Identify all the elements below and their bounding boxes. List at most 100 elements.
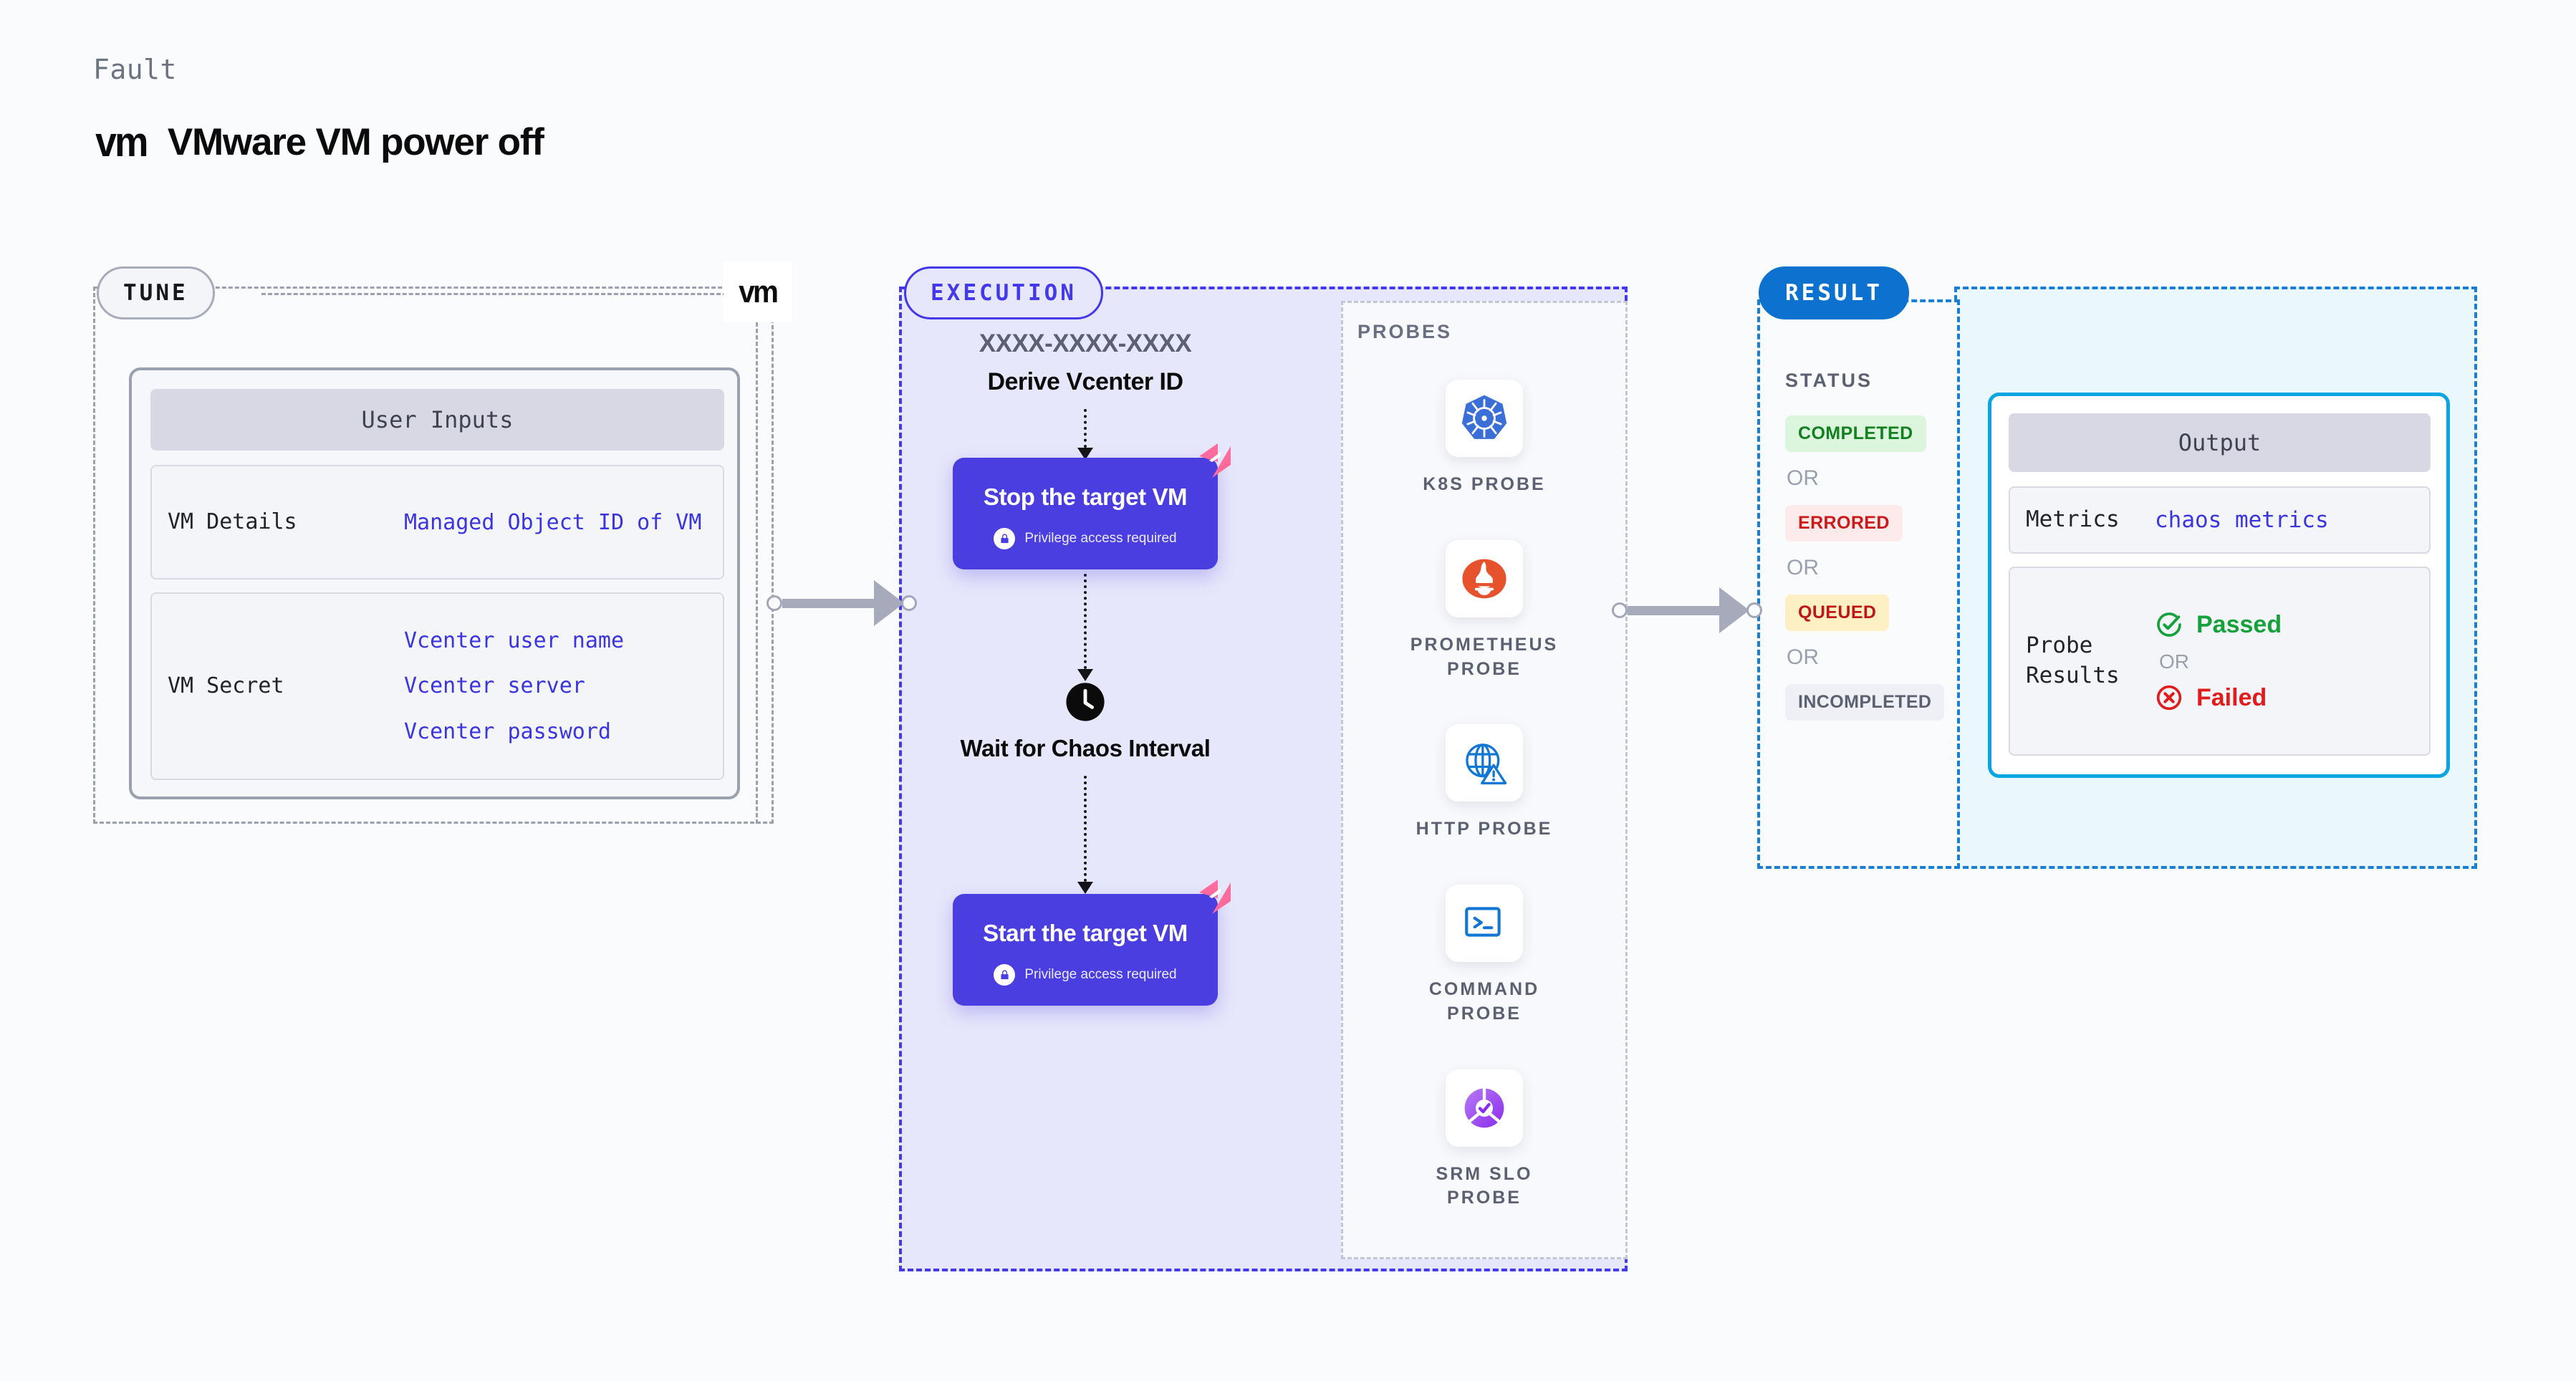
probe-label: PROMETHEUS PROBE [1410,634,1559,679]
arrow-start-dot [1612,602,1628,618]
harness-logo-icon [1199,880,1231,915]
harness-logo-icon [1199,443,1231,478]
step-start-target-vm[interactable]: Start the target VM Privilege access req… [953,880,1231,1006]
tune-value: Managed Object ID of VM [404,509,702,535]
probe-label: COMMAND PROBE [1428,979,1540,1024]
execution-flow: XXXX-XXXX-XXXX Derive Vcenter ID Stop th… [899,329,1272,1006]
status-badge-queued: QUEUED [1785,595,1890,631]
probe-tile [1445,885,1523,962]
derive-vcenter-id-value: XXXX-XXXX-XXXX [979,329,1192,357]
prometheus-icon [1462,559,1506,599]
arrow-head-icon [1719,587,1749,633]
or-separator: OR [1787,645,1819,669]
probe-item-command[interactable]: COMMAND PROBE [1429,885,1539,1026]
connector-2 [1077,574,1093,681]
metrics-key: Metrics [2026,506,2120,533]
privilege-note: Privilege access required [953,528,1218,549]
output-card: Output Metrics chaos metrics Probe Resul… [1988,393,2450,778]
probe-results-values: Passed OR Failed [2155,610,2282,712]
step-title: Stop the target VM [983,483,1188,510]
tune-row-vm-secret: VM Secret Vcenter user name Vcenter serv… [150,592,724,780]
http-globe-icon [1466,744,1507,785]
arrow-shaft [1628,605,1721,615]
probe-item-srm-slo[interactable]: SRM SLO PROBE [1436,1069,1533,1211]
execution-pill[interactable]: EXECUTION [904,266,1103,319]
privilege-note: Privilege access required [953,964,1218,986]
x-circle-icon [2156,685,2182,711]
connector-3 [1077,776,1093,895]
derive-vcenter-id-label: Derive Vcenter ID [987,368,1183,395]
tune-row-key: VM Secret [168,673,284,698]
status-title: STATUS [1785,370,1873,391]
status-list: COMPLETED OR ERRORED OR QUEUED OR INCOMP… [1785,415,1945,721]
probe-tile [1446,1069,1523,1147]
status-badge-errored: ERRORED [1785,505,1903,542]
probe-label: HTTP PROBE [1416,819,1553,839]
probes-title: PROBES [1357,321,1453,342]
probe-tile [1446,539,1523,617]
or-separator: OR [1787,556,1819,579]
probe-tile [1445,380,1523,457]
user-inputs-card: User Inputs VM Details Managed Object ID… [129,367,740,799]
probe-label: SRM SLO PROBE [1436,1163,1533,1208]
tune-vertical-connector [756,322,758,824]
probe-item-http[interactable]: HTTP PROBE [1416,724,1553,842]
output-row-probe-results: Probe Results Passed OR Failed [2009,567,2431,756]
srm-slo-icon [1464,1086,1504,1127]
connector-1 [1077,409,1093,460]
arrow-end-dot [901,595,917,611]
check-circle-icon [2157,612,2181,637]
probe-results-key: Probe Results [2026,632,2120,688]
or-separator: OR [1787,466,1819,490]
tune-row-values: Managed Object ID of VM [404,509,701,536]
tune-value: Vcenter password [404,718,611,744]
or-separator: OR [2159,650,2189,673]
step-stop-target-vm[interactable]: Stop the target VM Privilege access requ… [953,443,1231,569]
vmware-badge-logo-icon: vm [739,274,779,309]
arrow-start-dot [766,595,782,611]
vmware-badge: vm [724,261,792,322]
probe-item-prometheus[interactable]: PROMETHEUS PROBE [1410,539,1559,682]
tune-pill[interactable]: TUNE [97,266,215,319]
arrow-tune-to-execution [766,580,917,626]
privilege-note-text: Privilege access required [1024,967,1177,983]
result-section-frame [1757,299,1960,869]
lock-icon [994,964,1016,986]
page-title: VMware VM power off [167,121,544,163]
output-row-metrics: Metrics chaos metrics [2009,486,2431,554]
output-header: Output [2009,413,2431,472]
kubernetes-icon [1461,395,1507,439]
tune-connector-line [261,293,727,295]
probe-result-failed: Failed [2155,683,2282,712]
vmware-logo-icon: vm [95,119,148,165]
step-title: Start the target VM [983,920,1188,947]
arrow-end-dot [1746,602,1762,618]
metrics-value: chaos metrics [2155,507,2329,533]
arrow-head-icon [874,580,904,626]
step-wait-chaos-interval: Wait for Chaos Interval [961,681,1211,763]
lock-icon [994,528,1016,549]
terminal-icon [1465,907,1501,937]
passed-label: Passed [2196,610,2282,638]
privilege-note-text: Privilege access required [1024,531,1177,546]
page-title-row: vm VMware VM power off [93,118,544,166]
failed-label: Failed [2196,683,2267,711]
status-badge-completed: COMPLETED [1785,415,1926,452]
tune-value: Vcenter user name [404,627,625,653]
tune-row-vm-details: VM Details Managed Object ID of VM [150,465,724,579]
page-kicker: Fault [93,54,177,85]
probes-list: K8S PROBE PROMETHEUS PROBE [1341,380,1628,1211]
tune-row-values: Vcenter user name Vcenter server Vcenter… [404,625,624,748]
probe-item-k8s[interactable]: K8S PROBE [1423,380,1545,497]
probe-label: K8S PROBE [1423,474,1546,494]
wait-label: Wait for Chaos Interval [960,735,1211,761]
status-badge-incompleted: INCOMPLETED [1785,684,1945,721]
tune-section-frame [93,287,774,824]
probe-result-passed: Passed [2155,610,2282,639]
tune-row-key: VM Details [168,509,297,534]
arrow-shaft [782,598,875,608]
clock-icon [1066,683,1105,721]
result-pill[interactable]: RESULT [1759,266,1909,319]
user-inputs-header: User Inputs [150,389,724,451]
